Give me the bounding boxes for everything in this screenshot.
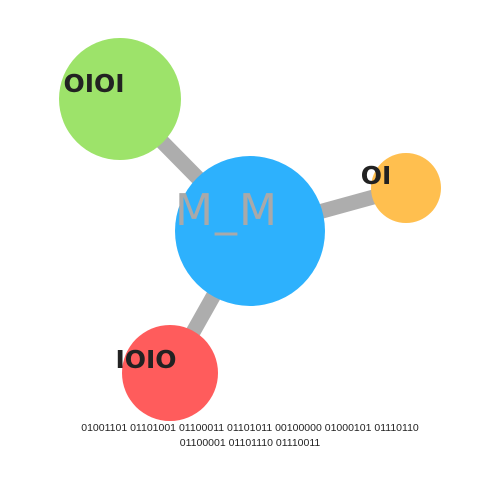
orange-node-label: OI [361, 161, 392, 190]
node-circle-orange [371, 153, 441, 223]
red-node-label: IOIO [115, 345, 176, 374]
center-node-label: M_M [175, 185, 279, 236]
binary-caption-line-1: 01001101 01101001 01100011 01101011 0010… [81, 422, 419, 434]
node-circle-center [175, 156, 325, 306]
binary-caption: 01001101 01101001 01100011 01101011 0010… [0, 421, 500, 451]
green-node-label: OIOI [63, 69, 124, 98]
node-circle-red [122, 325, 218, 421]
binary-caption-line-2: 01100001 01101110 01110011 [179, 437, 321, 449]
node-circle-green [59, 38, 181, 160]
